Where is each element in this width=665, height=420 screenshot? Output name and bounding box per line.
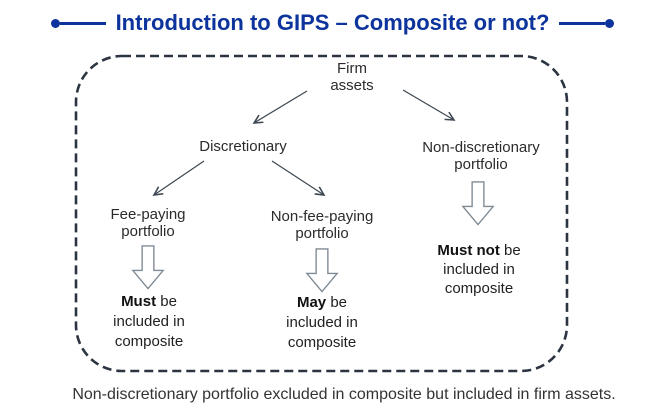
outcome-line: included in (113, 313, 185, 330)
node-line: Firm (336, 60, 367, 77)
outcome-line: composite (287, 334, 357, 351)
node-line: portfolio (121, 223, 175, 240)
node-discretionary: Discretionary (199, 138, 287, 155)
outcome-must-not: Must not be included in composite (437, 241, 520, 298)
accent-dot-icon (605, 18, 615, 28)
footnote: Non-discretionary portfolio excluded in … (72, 386, 616, 403)
outcome-line: composite (444, 280, 514, 297)
outcome-rest: be (156, 293, 177, 310)
accent-dot-icon (50, 18, 60, 28)
block-arrow-down-icon (461, 181, 495, 226)
block-arrow-down-icon (131, 245, 165, 290)
node-firm-assets: Firm assets (330, 60, 373, 94)
node-non-discretionary: Non-discretionary portfolio (422, 139, 540, 173)
accent-line-icon (59, 21, 106, 25)
outcome-keyword: Must not (437, 242, 500, 259)
node-line: Fee-paying (110, 206, 186, 223)
arrow-discretionary-to-feepaying-icon (154, 160, 205, 195)
node-line: Non-fee-paying (270, 208, 374, 225)
node-fee-paying: Fee-paying portfolio (110, 206, 185, 240)
page-title: Introduction to GIPS – Composite or not? (115, 10, 550, 35)
outcome-line: May be (286, 293, 358, 313)
outcome-rest: be (326, 294, 348, 311)
outcome-keyword: Must (121, 293, 157, 310)
page-title-row: Introduction to GIPS – Composite or not? (0, 10, 665, 36)
arrow-firm-to-discretionary-icon (254, 90, 308, 123)
outcome-line: Must not be (437, 241, 520, 260)
outcome-line: Must be (113, 292, 185, 312)
outcome-rest: be (499, 242, 521, 259)
outcome-line: included in (443, 261, 515, 278)
accent-line-icon (559, 21, 606, 25)
node-non-fee-paying: Non-fee-paying portfolio (271, 208, 374, 242)
outcome-keyword: May (296, 294, 327, 311)
outcome-must: Must be included in composite (113, 292, 185, 352)
node-line: portfolio (295, 225, 349, 242)
node-line: assets (330, 77, 374, 94)
title-right-line-dot-icon (559, 18, 615, 28)
title-left-dot-line-icon (50, 18, 106, 28)
arrow-discretionary-to-nonfeepaying-icon (271, 160, 324, 195)
node-line: Discretionary (199, 138, 287, 155)
node-line: Non-discretionary (422, 139, 540, 156)
arrow-firm-to-nondiscretionary-icon (402, 89, 454, 120)
node-line: portfolio (454, 156, 508, 173)
outcome-line: composite (114, 333, 184, 350)
block-arrow-down-icon (305, 248, 339, 293)
outcome-may: May be included in composite (286, 293, 358, 353)
outcome-line: included in (286, 314, 358, 331)
